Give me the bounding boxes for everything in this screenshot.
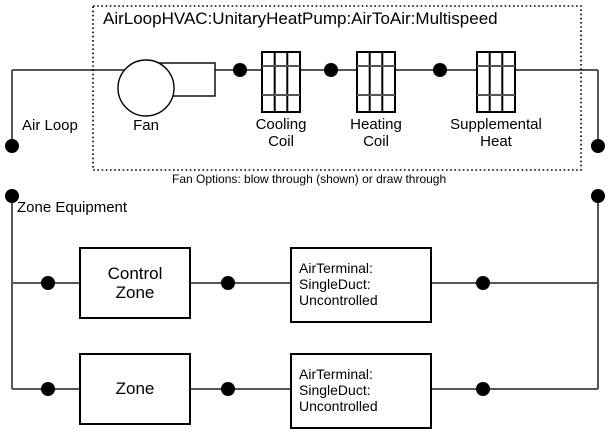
air-terminal-box-1 (290, 247, 432, 323)
zone-equipment-piping (11, 196, 599, 390)
control-zone-label-line1: Control (107, 263, 163, 283)
unitary-system-boundary (92, 5, 582, 171)
fan-wheel-circle (117, 59, 175, 117)
air-terminal-2-line2: SingleDuct: (299, 382, 371, 399)
air-terminal-1-label: AirTerminal: SingleDuct: Uncontrolled (299, 248, 429, 322)
node-air-loop-right-end (591, 139, 605, 153)
node-air-loop-left-end (5, 139, 19, 153)
air-terminal-box-2 (290, 353, 432, 429)
supplemental-heat-label: Supplemental Heat (436, 114, 556, 154)
air-terminal-2-line1: AirTerminal: (299, 366, 373, 383)
zone-label: Zone (80, 354, 190, 424)
cooling-coil-label-line1: Cooling (255, 116, 307, 134)
unitary-system-title: AirLoopHVAC:UnitaryHeatPump:AirToAir:Mul… (103, 9, 498, 28)
cooling-coil-label: Cooling Coil (241, 114, 321, 154)
air-loop-nodes (5, 63, 605, 153)
air-loop-section-label: Air Loop (22, 117, 78, 134)
air-terminal-2-label: AirTerminal: SingleDuct: Uncontrolled (299, 354, 429, 428)
node-zone-left-top (5, 189, 19, 203)
zone-box (79, 353, 191, 425)
heating-coil-label: Heating Coil (336, 114, 416, 154)
node-control-zone-outlet (221, 276, 235, 290)
node-zone-right-top (591, 189, 605, 203)
heating-coil-label-line1: Heating (350, 116, 402, 134)
fan-options-note: Fan Options: blow through (shown) or dra… (172, 172, 447, 186)
supplemental-heat-label-line1: Supplemental (450, 116, 542, 134)
heating-coil-symbol (356, 51, 396, 113)
supplemental-heat-label-line2: Heat (480, 133, 512, 150)
node-air-terminal-1-outlet (476, 276, 490, 290)
node-cooling-coil-outlet (324, 63, 338, 77)
air-terminal-1-line1: AirTerminal: (299, 260, 373, 277)
fan-symbol (112, 59, 216, 117)
cooling-coil-symbol (261, 51, 301, 113)
cooling-coil-label-line2: Coil (268, 133, 294, 150)
control-zone-label-line2: Zone (115, 283, 155, 302)
node-air-terminal-2-outlet (476, 382, 490, 396)
node-control-zone-inlet (41, 276, 55, 290)
node-fan-outlet (233, 63, 247, 77)
control-zone-box (79, 247, 191, 319)
air-terminal-1-line2: SingleDuct: (299, 276, 371, 293)
heating-coil-label-line2: Coil (363, 133, 389, 150)
cooling-coil-body (261, 51, 301, 113)
node-heating-coil-outlet (433, 63, 447, 77)
supplemental-heat-symbol (476, 51, 516, 113)
node-zone-outlet (221, 382, 235, 396)
air-terminal-2-line3: Uncontrolled (299, 397, 378, 414)
fan-label: Fan (133, 117, 159, 134)
node-zone-inlet (41, 382, 55, 396)
control-zone-label: Control Zone (80, 248, 190, 318)
zone-equipment-section-label: Zone Equipment (17, 199, 128, 216)
zone-label-line1: Zone (115, 379, 155, 399)
zone-equipment-nodes (5, 189, 605, 396)
heating-coil-body (356, 51, 396, 113)
air-terminal-1-line3: Uncontrolled (299, 291, 378, 308)
supplemental-heat-body (476, 51, 516, 113)
